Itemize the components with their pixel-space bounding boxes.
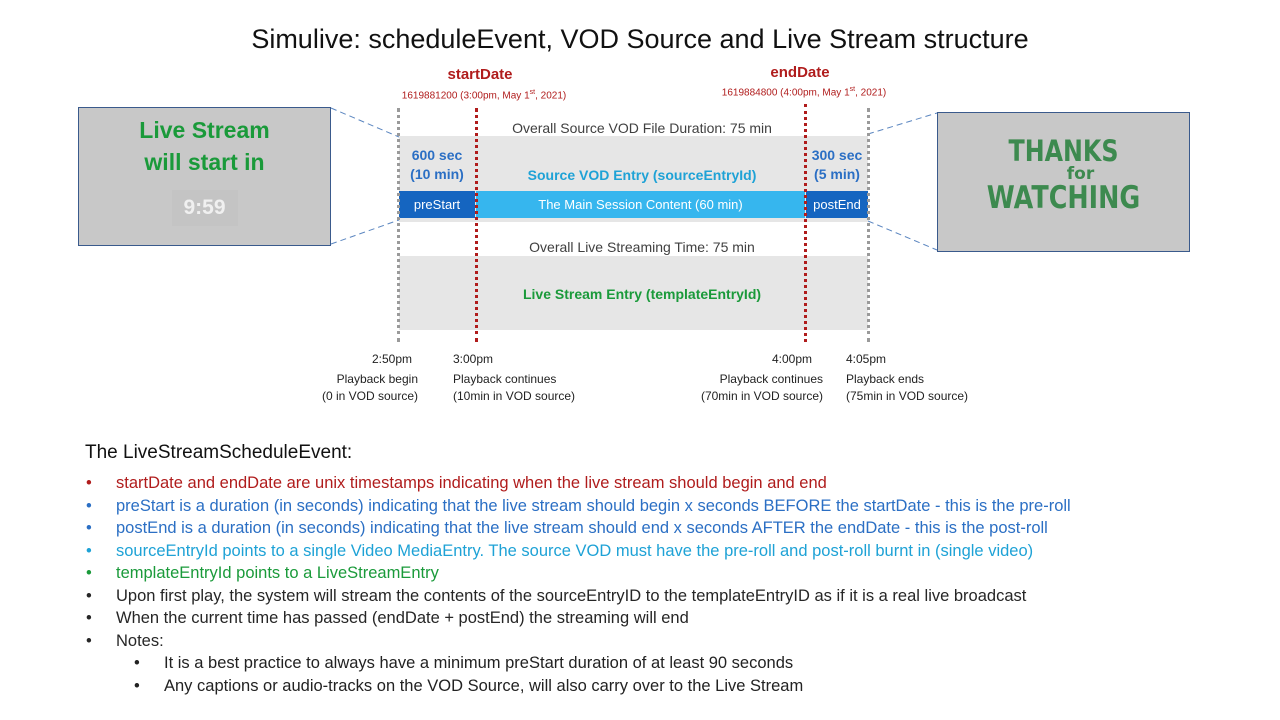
prestart-segment: preStart: [399, 191, 475, 218]
start-date-line: [475, 108, 478, 342]
thanks-for-watching-graphic: THANKS for WATCHING: [986, 134, 1141, 216]
end-date-timestamp: 1619884800 (4:00pm, May 1st, 2021): [721, 86, 887, 99]
countdown-panel: Live Stream will start in 9:59: [78, 107, 331, 246]
tick-time-2: 3:00pm: [453, 352, 494, 366]
tick-desc-1: Playback begin(0 in VOD source): [321, 372, 418, 403]
vod-duration-caption: Overall Source VOD File Duration: 75 min: [512, 120, 772, 136]
playback-begin-line: [397, 108, 400, 342]
playback-end-line: [867, 108, 870, 342]
thanks-panel: THANKS for WATCHING: [937, 112, 1190, 252]
start-date-timestamp: 1619881200 (3:00pm, May 1st, 2021): [401, 89, 567, 102]
bullet-item: •When the current time has passed (endDa…: [86, 609, 689, 627]
end-date-line: [804, 104, 807, 342]
start-date-label: startDate: [447, 66, 513, 83]
sub-bullet-item: •It is a best practice to always have a …: [134, 654, 794, 672]
bullet-item: •Notes:: [86, 631, 164, 650]
bullet-item: •templateEntryId points to a LiveStreamE…: [86, 564, 439, 582]
postend-segment: postEnd: [806, 191, 868, 218]
bullet-list: •startDate and endDate are unix timestam…: [86, 472, 1071, 652]
tick-desc-4: Playback ends(75min in VOD source): [846, 372, 969, 403]
live-duration-caption: Overall Live Streaming Time: 75 min: [529, 239, 755, 255]
section-heading: The LiveStreamScheduleEvent:: [85, 442, 353, 463]
live-stream-entry-label: Live Stream Entry (templateEntryId): [522, 286, 762, 302]
source-vod-entry-label: Source VOD Entry (sourceEntryId): [527, 167, 757, 183]
main-content-segment: The Main Session Content (60 min): [476, 191, 805, 218]
end-date-label: endDate: [770, 64, 830, 81]
tick-time-4: 4:05pm: [846, 352, 887, 366]
bullet-item: •postEnd is a duration (in seconds) indi…: [86, 519, 1048, 537]
tick-desc-2: Playback continues(10min in VOD source): [453, 372, 576, 403]
bullet-item: •preStart is a duration (in seconds) ind…: [86, 496, 1071, 515]
tick-desc-3: Playback continues(70min in VOD source): [700, 372, 823, 403]
tick-time-3: 4:00pm: [772, 352, 813, 366]
bullet-item: •sourceEntryId points to a single Video …: [86, 541, 1034, 560]
diagram-title: Simulive: scheduleEvent, VOD Source and …: [251, 24, 1029, 54]
sub-bullet-item: •Any captions or audio-tracks on the VOD…: [134, 676, 804, 695]
tick-time-1: 2:50pm: [372, 352, 413, 366]
countdown-timer: 9:59: [171, 190, 238, 226]
pre-duration: 600 sec(10 min): [410, 147, 464, 182]
bullet-item: •startDate and endDate are unix timestam…: [86, 474, 827, 492]
post-duration: 300 sec(5 min): [811, 147, 863, 182]
bullet-item: •Upon first play, the system will stream…: [86, 586, 1027, 605]
notes-sub-list: •It is a best practice to always have a …: [86, 652, 803, 697]
countdown-text: Live Stream will start in: [139, 117, 270, 175]
